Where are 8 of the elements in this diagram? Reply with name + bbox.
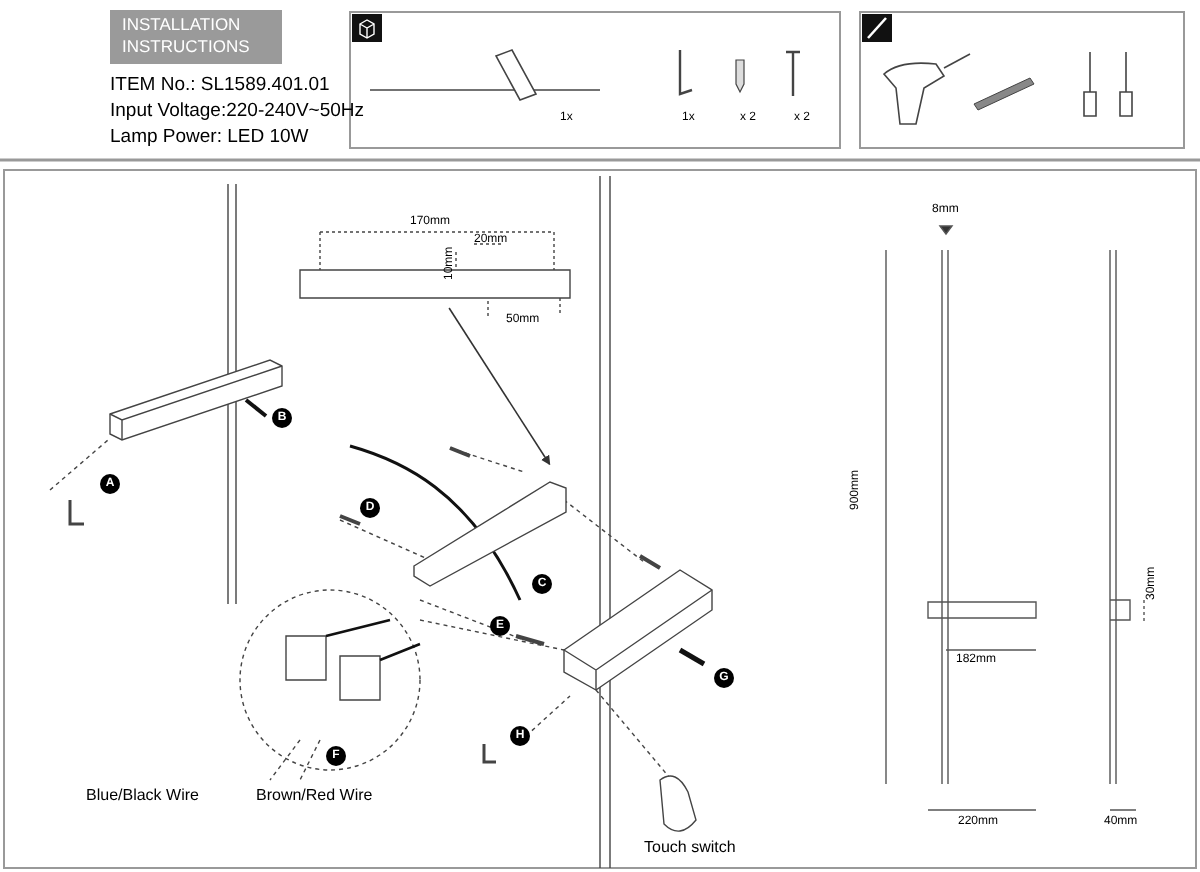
header-band: INSTALLATION INSTRUCTIONS	[110, 10, 282, 64]
dimension-label: Brown/Red Wire	[256, 788, 373, 804]
leader-arrow	[448, 307, 551, 466]
spec-text: ITEM No.: SL1589.401.01	[110, 76, 330, 95]
spec-text: Lamp Power: LED 10W	[110, 128, 309, 147]
dimension-label: Touch switch	[644, 840, 736, 856]
spec-text: Input Voltage:220-240V~50Hz	[110, 102, 365, 121]
dimension-label: Blue/Black Wire	[86, 788, 199, 804]
